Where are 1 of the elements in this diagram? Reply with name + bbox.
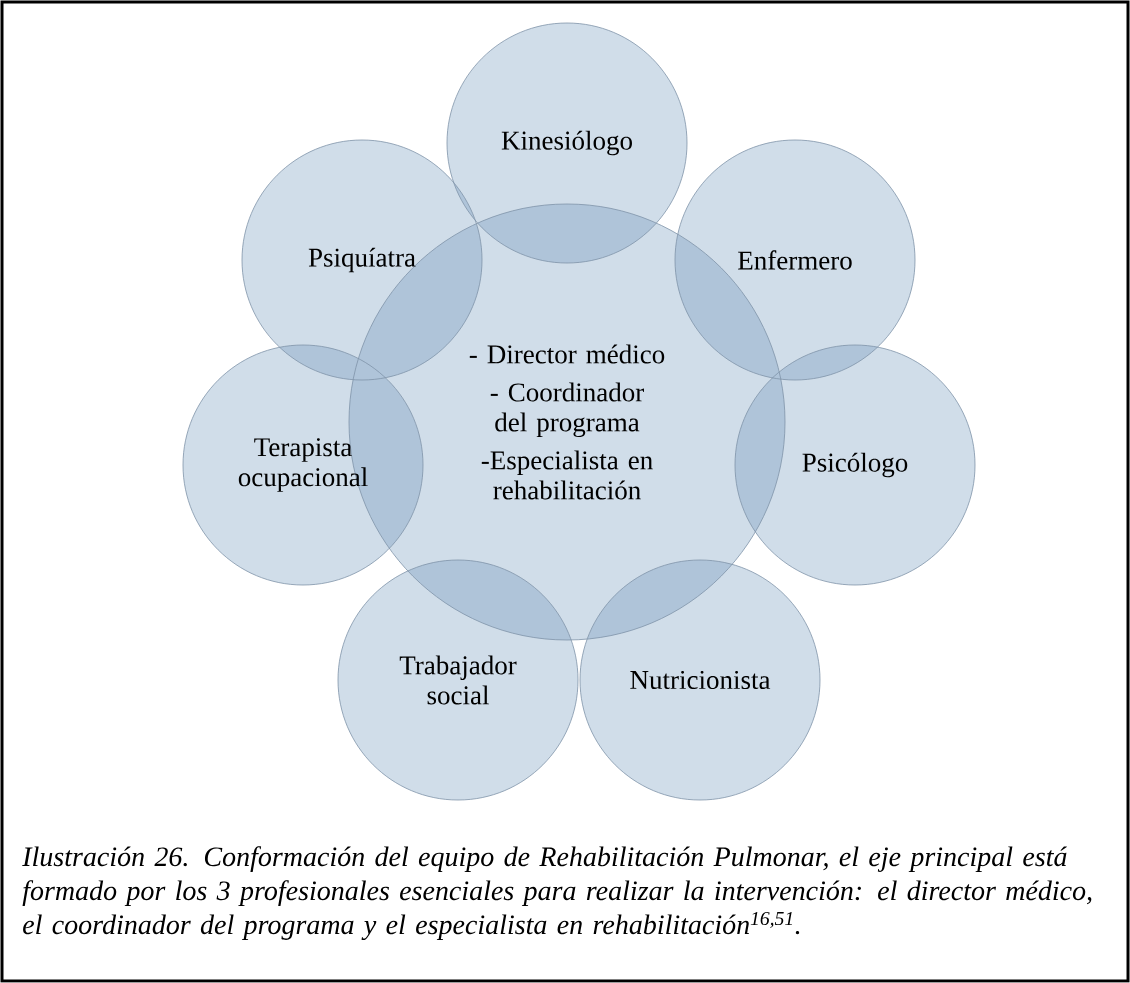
caption: Ilustración 26. Conformación del equipo de Rehabilitación Pulmonar, el eje principal está formado por los 3 profesionales esenciales para realizar la intervención: el director médico, el coordinador del programa y el especialista en rehabilitación$^{16,51}$. <box>22 846 1092 940</box>
